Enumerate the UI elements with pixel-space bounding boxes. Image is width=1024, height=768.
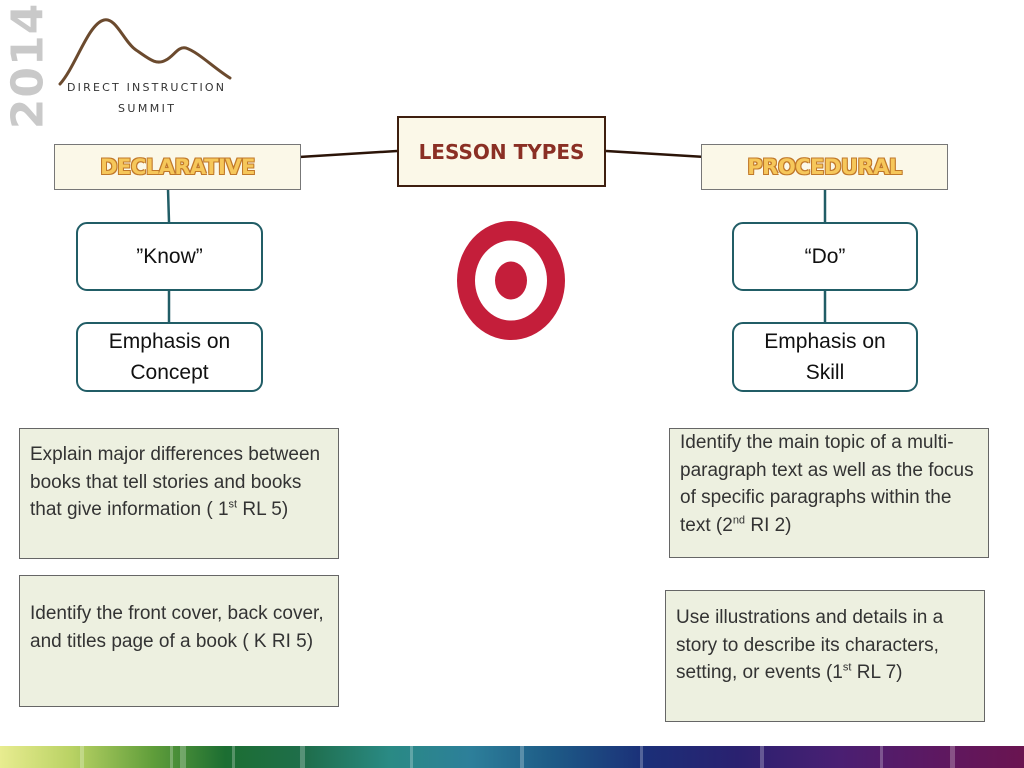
declarative-header: DECLARATIVE: [54, 144, 301, 190]
logo-year: 2014: [2, 2, 54, 129]
know-label: ”Know”: [136, 245, 203, 268]
procedural-header: PROCEDURAL: [701, 144, 948, 190]
declarative-example-2: Identify the front cover, back cover, an…: [19, 575, 339, 707]
emphasis-concept-box: Emphasis on Concept: [76, 322, 263, 392]
lesson-types-box: LESSON TYPES: [397, 116, 606, 187]
procedural-title: PROCEDURAL: [747, 155, 902, 179]
emphasis-skill-line1: Emphasis on: [764, 330, 886, 353]
target-icon: [457, 221, 565, 340]
declarative-example-1: Explain major differences between books …: [19, 428, 339, 559]
logo-text-line2: SUMMIT: [118, 102, 177, 115]
connector-left-1: [166, 188, 171, 223]
do-label: “Do”: [804, 245, 846, 268]
emphasis-skill-box: Emphasis on Skill: [732, 322, 918, 392]
know-box: ”Know”: [76, 222, 263, 291]
emphasis-concept-line2: Concept: [130, 361, 209, 384]
procedural-example-2: Use illustrations and details in a story…: [665, 590, 985, 722]
emphasis-concept-line1: Emphasis on: [108, 330, 231, 353]
emphasis-skill-line2: Skill: [805, 361, 845, 384]
logo-text-line1: DIRECT INSTRUCTION: [67, 81, 227, 94]
do-box: “Do”: [732, 222, 918, 291]
decorative-color-bar: [0, 746, 1024, 768]
mountain-logo-icon: [58, 18, 232, 86]
procedural-example-1: Identify the main topic of a multi-parag…: [669, 428, 989, 558]
arrow-to-declarative: [281, 149, 398, 163]
lesson-types-title: LESSON TYPES: [418, 139, 585, 164]
declarative-title: DECLARATIVE: [100, 155, 255, 179]
